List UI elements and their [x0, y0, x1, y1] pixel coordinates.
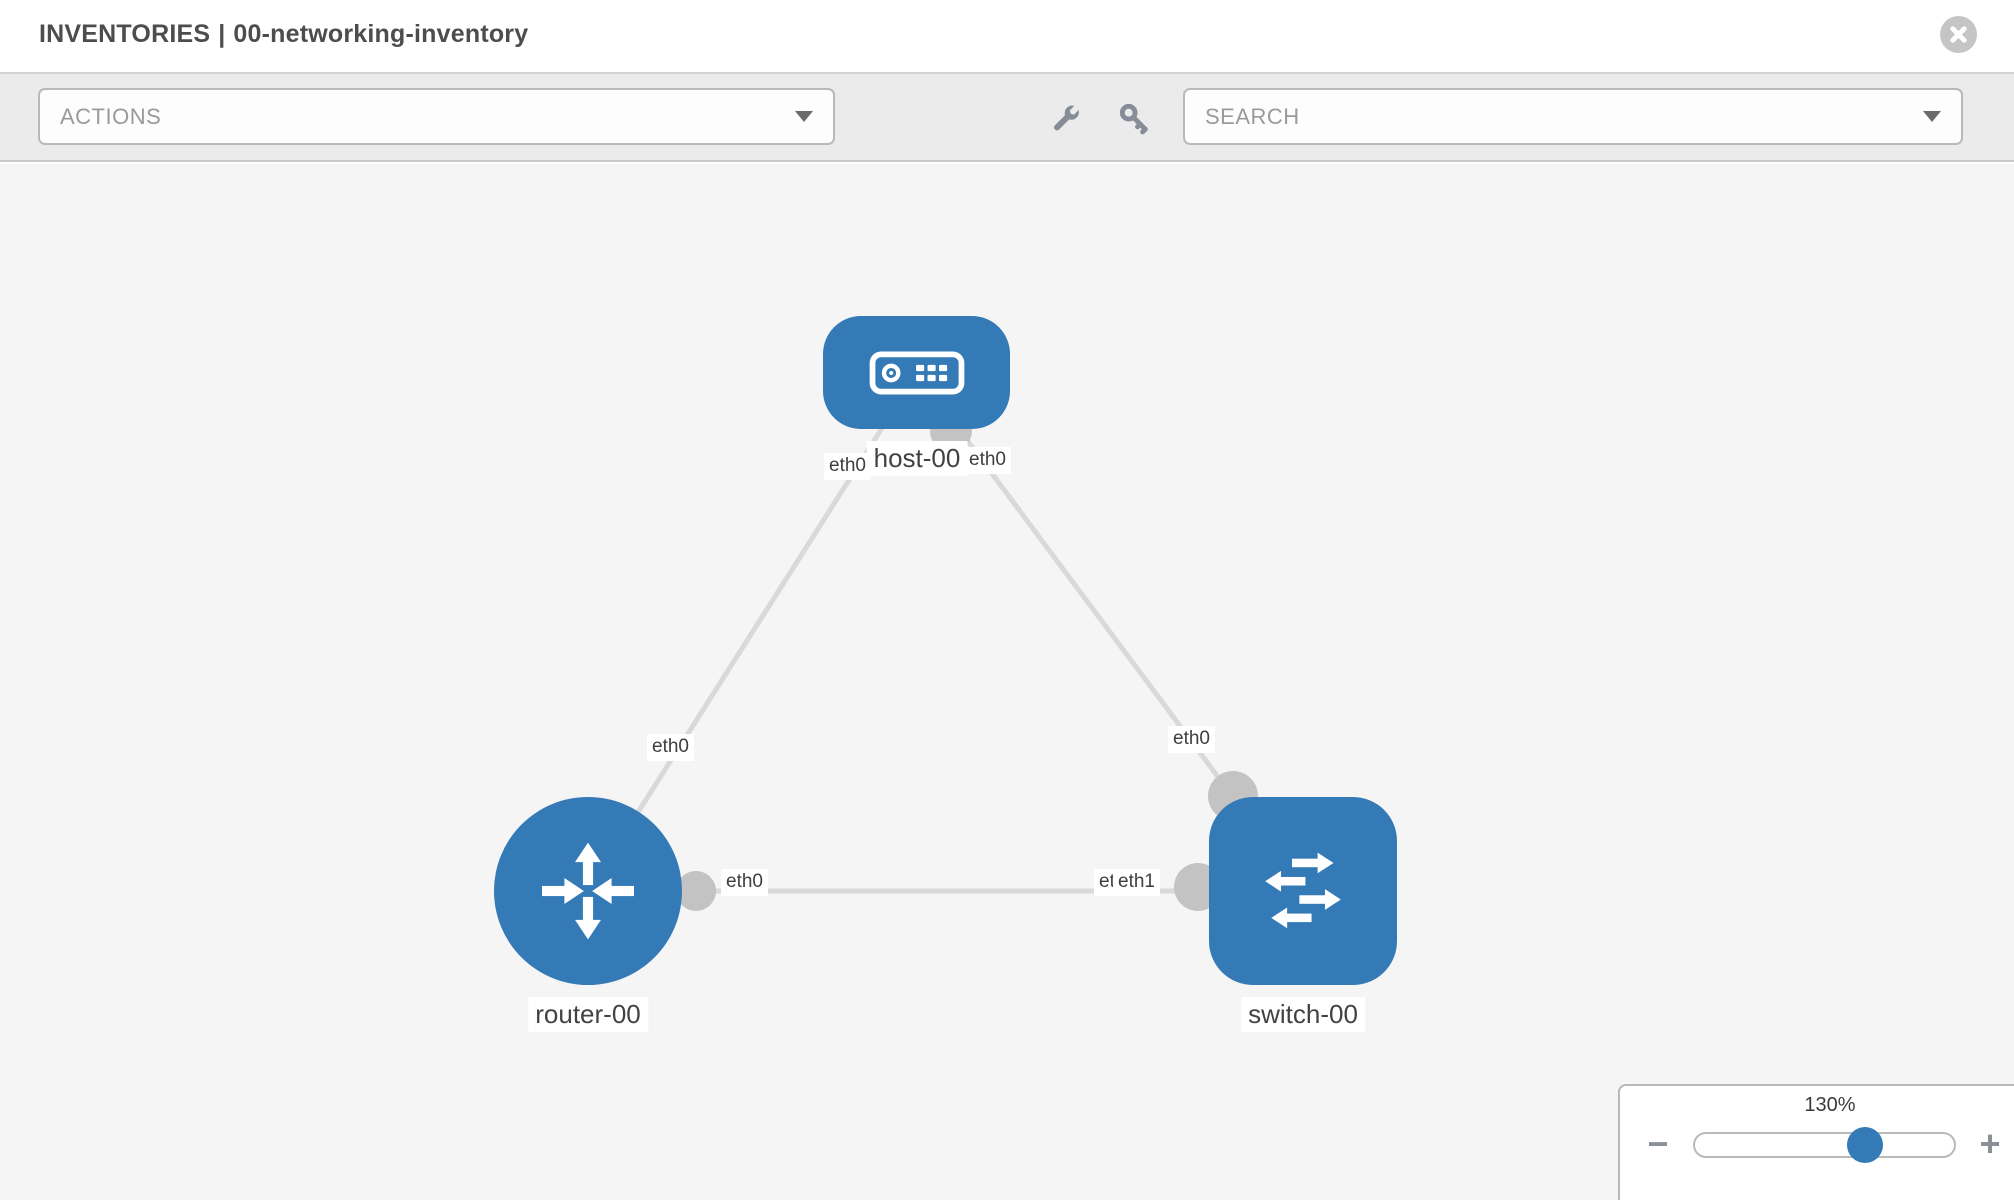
- actions-dropdown[interactable]: ACTIONS: [38, 88, 835, 145]
- if-label-host-to-router: eth0: [824, 453, 871, 480]
- toolbar: ACTIONS SEARCH: [0, 72, 2014, 162]
- chevron-down-icon: [795, 111, 813, 122]
- credentials-button[interactable]: [1115, 99, 1153, 137]
- header: INVENTORIES|00-networking-inventory: [0, 0, 2014, 72]
- node-label-router: router-00: [528, 997, 648, 1032]
- page-title-separator: |: [218, 20, 226, 48]
- zoom-level-label: 130%: [1804, 1094, 1856, 1116]
- wrench-icon: [1054, 105, 1079, 131]
- host-icon: [869, 350, 964, 395]
- zoom-in-button[interactable]: +: [1979, 1123, 2001, 1164]
- page-title-section: INVENTORIES: [39, 20, 211, 48]
- switch-icon: [1265, 852, 1341, 929]
- node-label-host: host-00: [866, 441, 968, 476]
- if-label-switch-to-host: eth0: [1168, 726, 1215, 753]
- close-icon: [1950, 26, 1967, 43]
- node-router-00[interactable]: [494, 797, 682, 985]
- zoom-slider-track[interactable]: [1693, 1132, 1956, 1158]
- node-label-switch: switch-00: [1241, 997, 1365, 1032]
- node-host-00[interactable]: [823, 316, 1010, 429]
- if-label-router-to-host: eth0: [647, 734, 694, 761]
- links-layer: [585, 371, 1306, 911]
- inventory-name: 00-networking-inventory: [233, 20, 529, 48]
- zoom-slider-handle[interactable]: [1847, 1127, 1883, 1163]
- chevron-down-icon: [1923, 111, 1941, 122]
- tools-button[interactable]: [1047, 99, 1085, 137]
- zoom-out-button[interactable]: −: [1647, 1123, 1669, 1164]
- node-switch-00[interactable]: [1209, 797, 1397, 985]
- close-button[interactable]: [1940, 16, 1977, 53]
- if-label-router-to-switch: eth0: [721, 869, 768, 896]
- key-icon: [1119, 103, 1148, 135]
- router-icon: [541, 842, 635, 940]
- page-title: INVENTORIES|00-networking-inventory: [39, 20, 528, 49]
- search-dropdown[interactable]: SEARCH: [1183, 88, 1963, 145]
- topology-canvas[interactable]: host-00 router-00 switch-00 eth0 eth0 et…: [0, 164, 2014, 1200]
- interface-dot: [676, 871, 716, 911]
- if-label-switch-to-router: eth1: [1113, 869, 1160, 896]
- zoom-panel: 130% − +: [1618, 1084, 2014, 1200]
- actions-dropdown-label: ACTIONS: [60, 103, 162, 129]
- search-dropdown-label: SEARCH: [1205, 103, 1300, 129]
- if-label-host-to-switch: eth0: [964, 447, 1011, 474]
